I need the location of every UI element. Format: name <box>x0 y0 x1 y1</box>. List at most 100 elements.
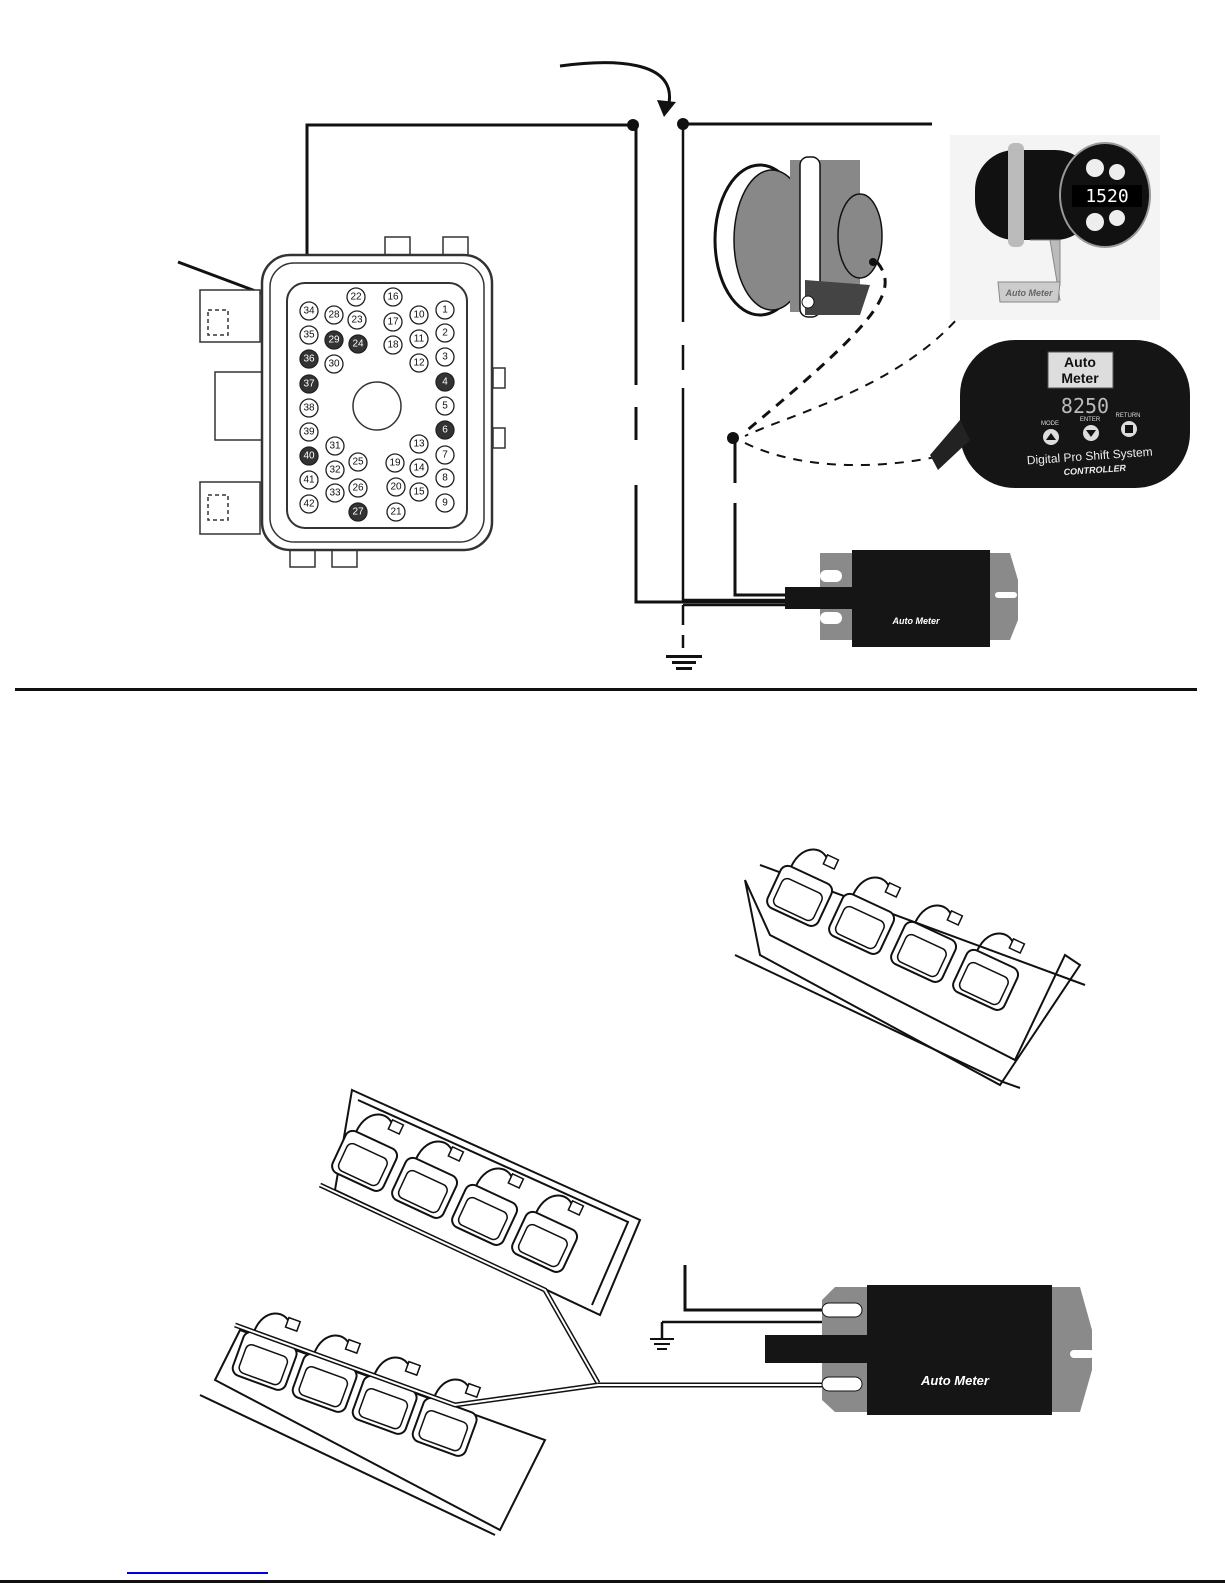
connector-pin <box>409 434 429 454</box>
connector-pin-label: 3 <box>442 352 448 363</box>
connector-pin <box>299 301 319 321</box>
connector-pin-label: 23 <box>351 315 363 326</box>
up-arrow-icon <box>1046 433 1056 440</box>
ignition-coil <box>331 1113 405 1192</box>
controller-display: 8250 <box>1061 394 1109 418</box>
connector-pin <box>435 445 455 465</box>
connector-pin <box>383 287 403 307</box>
ignition-coil <box>231 1312 302 1391</box>
connector-pin-label: 41 <box>303 475 315 486</box>
tach-wire-left <box>305 123 633 300</box>
connector-pin-label: 28 <box>328 310 340 321</box>
connector-pin-label: 12 <box>413 358 425 369</box>
connector-pin-label: 15 <box>413 487 425 498</box>
arrow-head-icon <box>657 100 676 117</box>
connector-pin <box>385 453 405 473</box>
connector-pin <box>348 452 368 472</box>
connector-pin <box>299 422 319 442</box>
square-icon <box>1125 425 1133 433</box>
connector-pin-label: 32 <box>329 465 341 476</box>
connector-pin <box>299 470 319 490</box>
connector-pin-label: 42 <box>303 499 315 510</box>
connector-pin <box>299 494 319 514</box>
connector-pin-label: 20 <box>390 482 402 493</box>
connector-pin <box>325 436 345 456</box>
connector-pin <box>409 353 429 373</box>
connector-pin-label: 9 <box>442 498 448 509</box>
connector-pin-label: 2 <box>442 328 448 339</box>
shift-light-brand: Auto Meter <box>1005 288 1053 298</box>
power-wire-bottom <box>683 1265 855 1312</box>
connector-pin-label: 11 <box>414 334 425 345</box>
controller-brand-line1: Auto <box>1064 354 1096 370</box>
ignition-coil <box>828 876 902 955</box>
connector-pin <box>409 458 429 478</box>
connector-pin <box>324 330 344 350</box>
connector-pin <box>299 325 319 345</box>
connector-pin <box>409 305 429 325</box>
connector-pin <box>386 502 406 522</box>
ignition-coil <box>952 932 1026 1011</box>
connector-pin-label: 35 <box>303 330 315 341</box>
return-label: RETURN <box>1116 413 1141 419</box>
connector-pin <box>299 398 319 418</box>
ground-wire <box>681 603 785 648</box>
wire-right-vertical <box>681 124 785 602</box>
tachometer-gauge <box>713 156 883 318</box>
connector-pin-label: 7 <box>442 450 448 461</box>
down-arrow-icon <box>1086 430 1096 437</box>
curved-arrow <box>559 61 672 109</box>
connector-pin-label: 39 <box>303 427 315 438</box>
connector-pin <box>299 446 319 466</box>
connector-pin-label: 24 <box>352 339 364 350</box>
ignition-coil <box>351 1356 422 1435</box>
link-underline[interactable] <box>127 1572 268 1574</box>
controller-subtitle: CONTROLLER <box>1063 463 1127 477</box>
connector-pin <box>324 354 344 374</box>
connector-pin <box>347 310 367 330</box>
coil-pack-bank-b <box>199 1312 599 1536</box>
connector-pin <box>324 305 344 325</box>
mode-label: MODE <box>1041 421 1059 427</box>
ground-symbol-icon <box>666 655 702 670</box>
connector-pin <box>325 460 345 480</box>
connector-pin <box>346 287 366 307</box>
bottom-rule <box>0 1580 1225 1583</box>
tach-cable-dashed <box>744 261 887 434</box>
connector-pin-label: 4 <box>442 377 448 388</box>
connector-pin-label: 30 <box>328 359 340 370</box>
connector-pin-label: 36 <box>303 354 315 365</box>
coil-pack-bank-a <box>318 1088 642 1385</box>
connector-pin <box>325 483 345 503</box>
section-divider <box>15 688 1197 691</box>
controller-brand-line2: Meter <box>1061 370 1099 386</box>
coil-pack-upper-right <box>734 848 1086 1089</box>
signal-wire <box>733 440 785 597</box>
connector-pin-label: 1 <box>442 305 448 316</box>
connector-pin <box>299 349 319 369</box>
connector-pin <box>435 347 455 367</box>
connector-pin-label: 34 <box>303 306 315 317</box>
enter-label: ENTER <box>1080 417 1101 423</box>
connector-pin-label: 37 <box>303 379 315 390</box>
controller-cable-dashed <box>744 442 946 467</box>
ground-symbol-bottom-icon <box>650 1338 674 1350</box>
ignition-box-bottom: Auto Meter <box>765 1285 1094 1415</box>
shift-light-display: 1520 <box>1085 186 1128 207</box>
connector-pin-label: 21 <box>390 507 402 518</box>
ecm-connector <box>199 236 506 568</box>
connector-pin <box>435 300 455 320</box>
connector-pin-label: 26 <box>352 483 364 494</box>
connector-pin <box>299 374 319 394</box>
connector-pin-label: 22 <box>350 292 362 303</box>
connector-pin-label: 5 <box>442 401 448 412</box>
ignition-coil <box>890 904 964 983</box>
connector-pin <box>409 482 429 502</box>
connector-pin-label: 27 <box>352 507 364 518</box>
connector-pin <box>348 502 368 522</box>
connector-pin <box>435 420 455 440</box>
connector-pin-label: 33 <box>329 488 341 499</box>
signal-junction-dot <box>727 432 739 444</box>
connector-pin <box>348 334 368 354</box>
ignition-coil <box>451 1167 525 1246</box>
